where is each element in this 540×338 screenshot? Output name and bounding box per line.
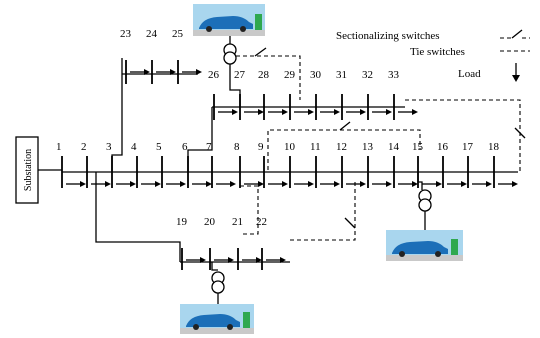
tie-switch-9-15 (267, 129, 421, 170)
node-label-15: 15 (412, 141, 424, 153)
sectionalizing-switch-4 (344, 217, 356, 229)
node-label-22: 22 (256, 216, 267, 228)
sectionalizing-switch-1 (254, 47, 267, 57)
lateral-c-nodes: 19 20 21 22 (176, 216, 286, 270)
load-arrow-head-27 (258, 109, 264, 115)
load-arrow-head-5 (180, 181, 186, 187)
load-arrow-head-20 (228, 257, 234, 263)
node-label-27: 27 (234, 69, 246, 81)
load-arrow-head-17 (486, 181, 492, 187)
node-label-25: 25 (172, 28, 184, 40)
node-label-33: 33 (388, 69, 400, 81)
node-label-13: 13 (362, 141, 374, 153)
lateral-a-connector (111, 58, 123, 172)
ev-station-bottom (180, 304, 254, 334)
node-label-20: 20 (204, 216, 216, 228)
node-label-26: 26 (208, 69, 220, 81)
load-arrow-head-15 (436, 181, 442, 187)
node-label-21: 21 (232, 216, 243, 228)
load-arrow-head-28 (282, 109, 288, 115)
node-label-19: 19 (176, 216, 188, 228)
transformer-bottom (211, 262, 225, 304)
load-arrow-head-14 (412, 181, 418, 187)
node-label-17: 17 (462, 141, 474, 153)
load-arrow-head-25 (196, 69, 202, 75)
node-label-3: 3 (106, 141, 112, 153)
node-label-32: 32 (362, 69, 373, 81)
load-arrow-head-26 (232, 109, 238, 115)
load-arrow-head-4 (155, 181, 161, 187)
ev-station-top (193, 4, 265, 36)
node-label-9: 9 (258, 141, 264, 153)
load-arrow-head-31 (360, 109, 366, 115)
load-arrow-head-24 (170, 69, 176, 75)
node-label-2: 2 (81, 141, 87, 153)
load-arrow-head-30 (334, 109, 340, 115)
load-arrow-head-11 (334, 181, 340, 187)
load-arrow-head-7 (230, 181, 236, 187)
node-label-6: 6 (182, 141, 188, 153)
load-arrow-head-1 (80, 181, 86, 187)
node-label-5: 5 (156, 141, 162, 153)
node-label-23: 23 (120, 28, 132, 40)
lateral-b-connector (187, 107, 213, 172)
node-label-10: 10 (284, 141, 296, 153)
node-label-16: 16 (437, 141, 449, 153)
load-arrow-head-2 (105, 181, 111, 187)
load-arrow-head-29 (308, 109, 314, 115)
transformer-right (417, 172, 432, 231)
ev-station-right (386, 230, 463, 261)
load-arrow-head-10 (308, 181, 314, 187)
load-arrow-head-9 (282, 181, 288, 187)
tie-switch-25-29 (236, 55, 301, 100)
load-arrow-head-22 (280, 257, 286, 263)
transformer-top (223, 36, 241, 107)
substation-label: Substation (23, 149, 34, 191)
node-label-4: 4 (131, 141, 137, 153)
lateral-b-nodes: 26 27 28 29 30 31 32 33 (208, 69, 418, 120)
node-label-29: 29 (284, 69, 296, 81)
tie-switch-33-18 (405, 99, 521, 172)
node-label-18: 18 (488, 141, 500, 153)
node-label-12: 12 (336, 141, 347, 153)
load-arrow-head-16 (461, 181, 467, 187)
node-label-31: 31 (336, 69, 347, 81)
node-label-8: 8 (234, 141, 240, 153)
tie-switch-8-21 (240, 185, 259, 235)
load-arrow-head-21 (256, 257, 262, 263)
load-arrow-head-6 (206, 181, 212, 187)
legend-tie-label: Tie switches (410, 46, 465, 58)
legend: Sectionalizing switches Tie switches Loa… (336, 29, 530, 82)
node-label-11: 11 (310, 141, 321, 153)
node-label-24: 24 (146, 28, 158, 40)
load-arrow-head-18 (512, 181, 518, 187)
node-label-30: 30 (310, 69, 322, 81)
lateral-a-nodes: 23 24 25 (120, 28, 202, 84)
load-arrow-head-33 (412, 109, 418, 115)
legend-sectionalizing-label: Sectionalizing switches (336, 30, 440, 42)
load-arrow-head-3 (130, 181, 136, 187)
legend-sectionalizing-slash (511, 29, 523, 39)
load-arrow-head-32 (386, 109, 392, 115)
node-label-28: 28 (258, 69, 270, 81)
legend-load-label: Load (458, 68, 481, 80)
load-arrow-head-12 (360, 181, 366, 187)
tie-switch-12-22 (290, 182, 356, 241)
load-arrow-head-8 (258, 181, 264, 187)
load-arrow-head-13 (386, 181, 392, 187)
lateral-c-connector (95, 172, 181, 262)
sectionalizing-switch-3 (514, 127, 526, 139)
node-label-14: 14 (388, 141, 400, 153)
legend-load-arrow-head (512, 75, 520, 82)
load-arrow-head-19 (200, 257, 206, 263)
node-label-7: 7 (206, 141, 212, 153)
load-arrow-head-23 (144, 69, 150, 75)
sectionalizing-switch-2 (339, 121, 351, 131)
node-label-1: 1 (56, 141, 62, 153)
